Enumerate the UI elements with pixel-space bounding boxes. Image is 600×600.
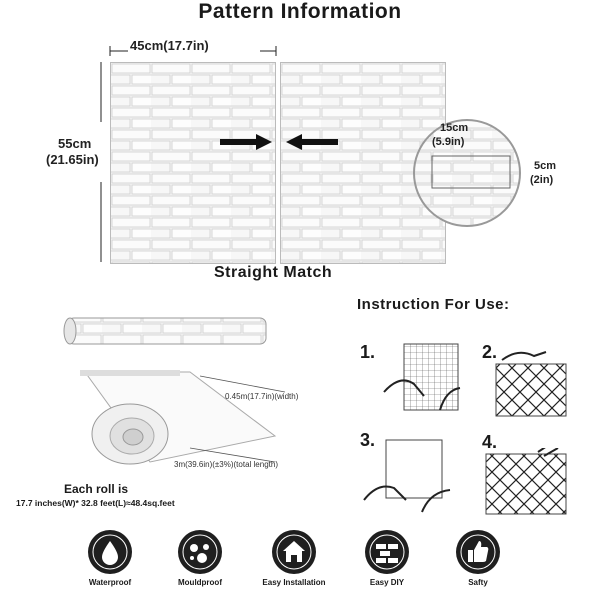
pattern-height-in: (21.65in) <box>46 152 99 167</box>
instruction-title: Instruction For Use: <box>357 296 510 313</box>
width-dimension-line <box>109 46 277 56</box>
feature-label-mouldproof: Mouldproof <box>178 578 222 587</box>
brick-wall-icon <box>365 530 409 574</box>
pattern-width-label: 45cm(17.7in) <box>130 38 209 53</box>
zoom-height-in: (2in) <box>530 174 554 186</box>
feature-easy-installation <box>272 530 316 579</box>
feature-label-safety: Safty <box>468 578 488 587</box>
brick-panel-left <box>110 62 276 264</box>
thumbs-up-icon <box>456 530 500 574</box>
feature-easy-diy <box>365 530 409 579</box>
step-2-number: 2. <box>482 342 498 362</box>
zoom-height-cm: 5cm <box>534 160 557 172</box>
feature-safety <box>456 530 500 579</box>
unrolled-wallpaper <box>80 370 286 465</box>
height-dimension-line <box>100 62 102 262</box>
pattern-height-cm: 55cm <box>58 136 92 151</box>
feature-label-easy-installation: Easy Installation <box>262 578 326 587</box>
step-2-illustration <box>495 351 567 417</box>
step-3-number: 3. <box>360 430 376 450</box>
house-icon <box>272 530 316 574</box>
step-1-number: 1. <box>360 342 376 362</box>
feature-label-waterproof: Waterproof <box>88 578 132 587</box>
rolled-wallpaper <box>63 317 267 345</box>
each-roll-detail: 17.7 inches(W)* 32.8 feet(L)≈48.4sq.feet <box>16 498 175 508</box>
mould-spores-icon <box>178 530 222 574</box>
arrow-right-icon <box>220 134 272 150</box>
each-roll-title: Each roll is <box>64 482 129 496</box>
step-3-illustration <box>363 439 451 513</box>
roll-length-label: 3m(39.6in)(±3%)(total length) <box>174 460 278 469</box>
step-4-illustration <box>485 448 567 515</box>
zoom-width-cm: 15cm <box>440 122 469 134</box>
zoom-width-in: (5.9in) <box>432 136 465 148</box>
feature-waterproof <box>88 530 132 579</box>
step-4-number: 4. <box>482 432 498 452</box>
water-drop-icon <box>88 530 132 574</box>
roll-width-label: 0.45m(17.7in)(width) <box>225 392 299 401</box>
arrow-left-icon <box>286 134 338 150</box>
feature-mouldproof <box>178 530 222 579</box>
match-caption: Straight Match <box>214 264 333 281</box>
step-1-illustration <box>383 343 461 411</box>
page-title: Pattern Information <box>198 0 402 23</box>
zoom-detail-circle <box>413 119 521 227</box>
feature-label-easy-diy: Easy DIY <box>369 578 405 587</box>
